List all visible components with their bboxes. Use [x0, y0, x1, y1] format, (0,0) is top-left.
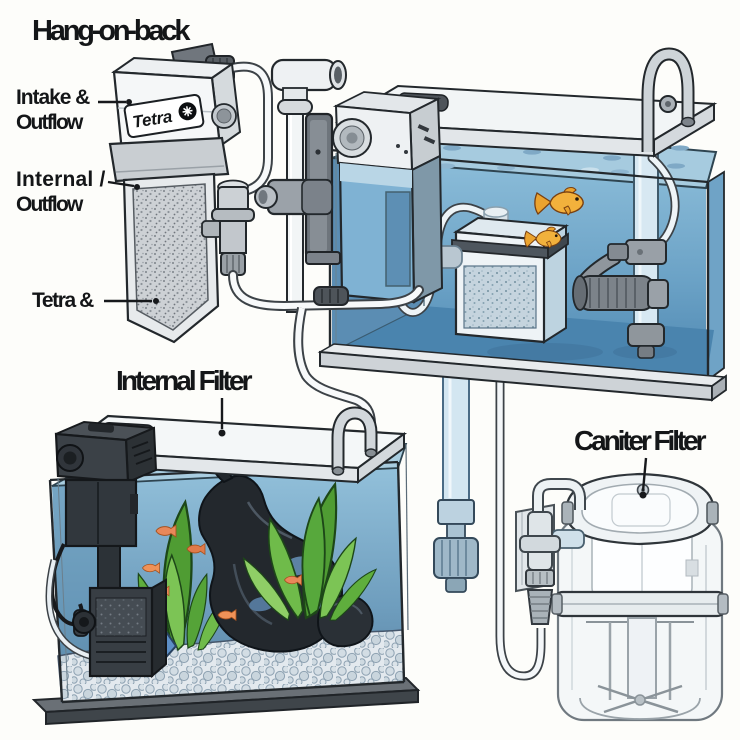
main-aquarium	[317, 47, 727, 681]
leader-line-canister-filter	[641, 457, 648, 492]
canister-lid	[561, 472, 719, 546]
planted-aquarium	[31, 414, 421, 726]
leader-line-internal-outflow	[107, 180, 135, 188]
leader-dot-internal-outflow	[134, 184, 140, 190]
leader-dot-canister-filter	[639, 491, 647, 499]
callout-internal-outflow-line2: Outflow	[16, 193, 84, 216]
main-tank-bottom-frame	[317, 343, 727, 402]
wall-hob-filter	[332, 91, 444, 304]
tetra-brand-label: Tetra	[123, 93, 205, 139]
intake-tube-assembly	[572, 149, 680, 359]
spray-pipe-and-plumbing	[201, 58, 424, 313]
black-internal-filter	[45, 420, 167, 679]
canister-valve-assembly	[515, 478, 586, 625]
box-filter-sponge	[463, 265, 537, 329]
callout-internal-outflow-line1: Internal /	[16, 168, 105, 191]
canister-filter-unit	[515, 472, 729, 722]
main-u-tube	[641, 47, 696, 152]
callout-tetra-media: Tetra &	[32, 289, 94, 312]
leader-dot-tetra-media	[153, 298, 159, 304]
transfer-hose-and-u-tube	[293, 306, 378, 476]
hose-barb-fitting	[526, 589, 554, 625]
tetra-logo-circle	[178, 102, 197, 121]
label-canister-filter: Caniter Filter	[574, 425, 707, 456]
drain-valve-nut	[433, 537, 479, 579]
hob-filter-sponge	[132, 183, 209, 331]
diagram-title: Hang-on-back	[32, 15, 191, 47]
labels-layer: Hang-on-back Intake & Outflow Internal /…	[16, 15, 707, 499]
leader-dot-internal-filter	[218, 429, 226, 437]
leader-dot-intake-outflow	[126, 99, 132, 105]
spray-elbow	[270, 58, 338, 92]
canister-basket	[579, 617, 701, 720]
label-internal-filter: Internal Filter	[116, 365, 253, 396]
internal-box-filter	[428, 206, 570, 344]
goldfish-1	[534, 187, 584, 216]
hang-on-back-filter-unit: Tetra	[108, 42, 273, 344]
goldfish-2	[524, 226, 562, 249]
tube-cross-fitting	[625, 239, 667, 265]
callout-intake-outflow-line2: Outflow	[16, 111, 84, 134]
callout-intake-outflow-line1: Intake &	[16, 86, 90, 109]
drain-pipe	[433, 369, 479, 593]
